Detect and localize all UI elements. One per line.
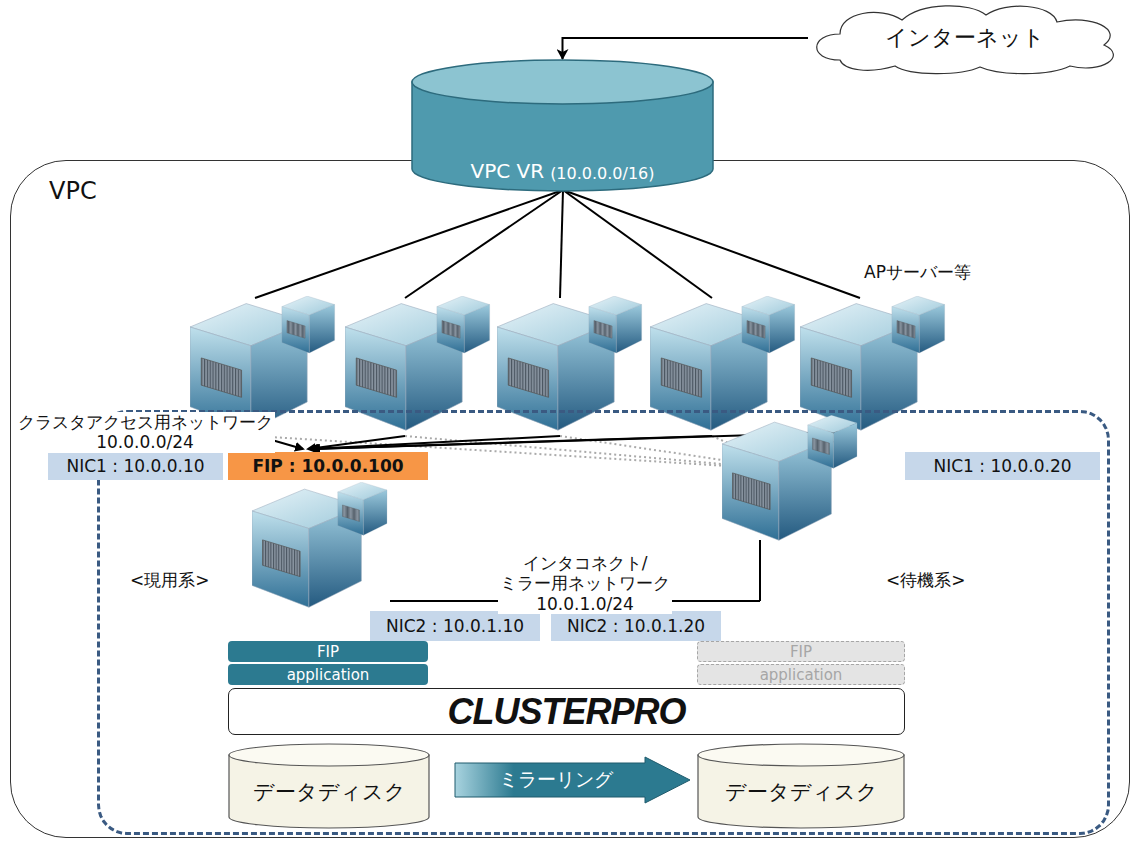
internet-cloud: インターネット	[800, 0, 1130, 76]
node-label: データディスク	[725, 778, 878, 806]
standby-resource-bar: application	[697, 664, 905, 685]
nic-box: NIC1 : 10.0.0.10	[48, 452, 223, 480]
data-disk: データディスク	[697, 743, 905, 829]
role-label: <現用系>	[128, 570, 212, 590]
cluster-region: クラスタNIC1 : 10.0.0.10FIP : 10.0.0.100NIC1…	[97, 410, 1110, 835]
product-logo-box: CLUSTERPRO	[228, 688, 905, 735]
node-label: ミラーリング	[499, 767, 613, 793]
group-label: APサーバー等	[862, 262, 973, 282]
node-label: application	[287, 666, 370, 684]
nic-box: NIC2 : 10.0.1.20	[551, 611, 721, 641]
interconnect-riser	[759, 540, 761, 601]
node-label: CLUSTERPRO	[447, 691, 685, 733]
node-label: インターネット	[885, 23, 1045, 53]
node-label: データディスク	[253, 778, 406, 806]
standby-resource-bar: FIP	[697, 641, 905, 662]
node-label: FIP : 10.0.0.100	[252, 456, 403, 476]
node-label: NIC1 : 10.0.0.20	[933, 456, 1071, 476]
router-cylinder: VPC VR (10.0.0.0/16)	[410, 58, 715, 193]
node-label: application	[760, 666, 843, 684]
resource-bar: application	[228, 664, 428, 685]
network-label: クラスタアクセス用ネットワーク 10.0.0.0/24	[16, 412, 275, 453]
mirroring-arrow: ミラーリング	[455, 757, 690, 803]
node-label: FIP	[790, 643, 812, 661]
node-label: NIC2 : 10.0.1.10	[386, 616, 524, 636]
resource-bar: FIP	[228, 641, 428, 662]
node-label: VPC	[49, 177, 97, 205]
nic-box: NIC1 : 10.0.0.20	[905, 452, 1100, 480]
nic-box: NIC2 : 10.0.1.10	[370, 611, 540, 641]
connector	[563, 38, 809, 59]
node-label: NIC2 : 10.0.1.20	[567, 616, 705, 636]
node-label: NIC1 : 10.0.0.10	[66, 456, 204, 476]
node-sublabel: (10.0.0.0/16)	[550, 164, 654, 183]
role-label: <待機系>	[884, 570, 968, 590]
node-label: FIP	[317, 643, 339, 661]
node-label: VPC VR	[470, 159, 544, 183]
network-label: インタコネクト/ミラー用ネットワーク 10.0.1.0/24	[498, 553, 672, 614]
router-links	[255, 190, 860, 298]
data-disk: データディスク	[228, 743, 430, 829]
fip-box: FIP : 10.0.0.100	[228, 452, 428, 480]
